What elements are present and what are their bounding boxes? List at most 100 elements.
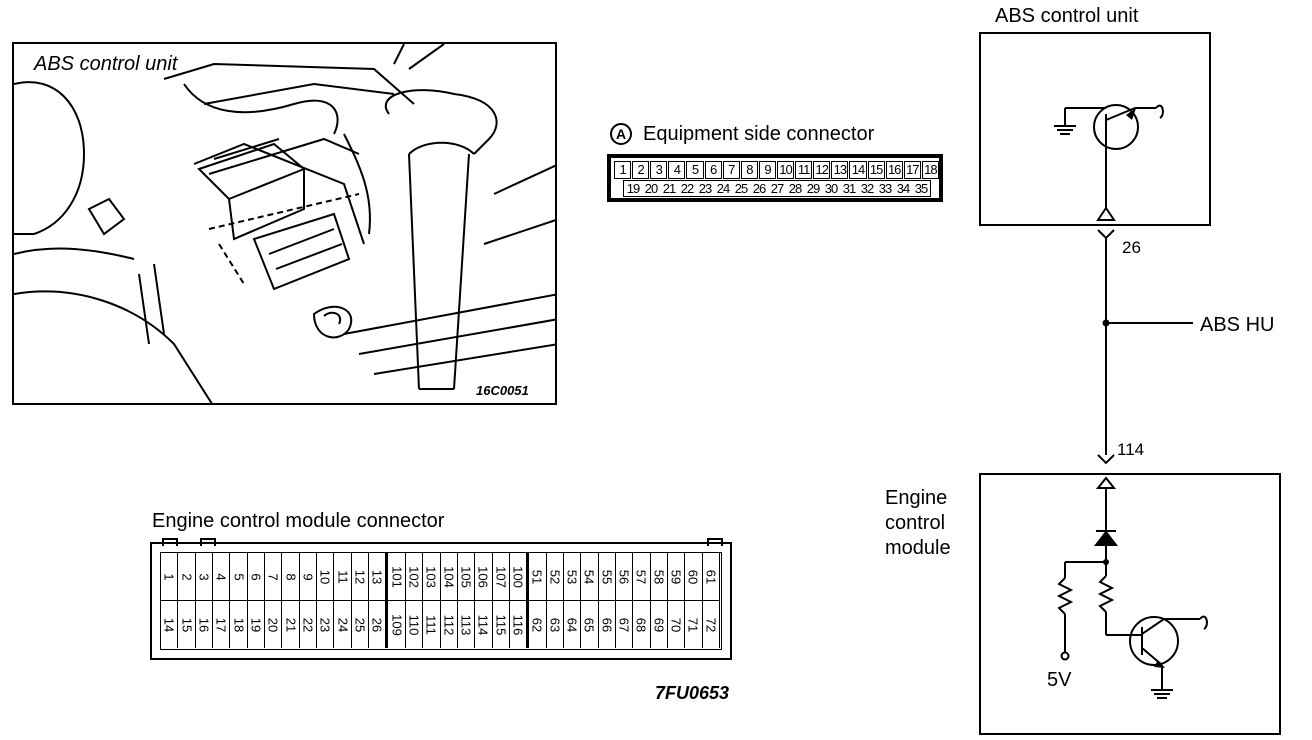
- photo-label: ABS control unit: [34, 53, 178, 75]
- equipment-pin: 24: [716, 181, 730, 196]
- ecm-pin-number: 115: [493, 614, 509, 635]
- ecm-pin: 54: [581, 553, 599, 600]
- ecm-pin-number: 103: [423, 565, 439, 588]
- ecm-pin: 3: [196, 553, 214, 600]
- ecm-pin: 52: [547, 553, 564, 600]
- abs-hu-junction: [1102, 319, 1110, 327]
- ecm-pin-number: 106: [475, 565, 491, 588]
- ecm-pin: 72: [703, 601, 720, 648]
- ecm-pin-number: 51: [529, 569, 545, 584]
- ecm-pin: 63: [547, 601, 564, 648]
- ecm-pin: 69: [651, 601, 668, 648]
- ecm-pin: 21: [282, 601, 300, 648]
- equipment-pin: 26: [752, 181, 766, 196]
- ecm-connector-tab: [707, 538, 723, 546]
- ecm-pin: 57: [633, 553, 651, 600]
- ecm-pin-number: 66: [599, 617, 615, 632]
- equipment-pin: 20: [644, 181, 658, 196]
- connector-marker-a: A: [610, 123, 632, 145]
- ecm-pin: 23: [317, 601, 335, 648]
- ecm-pin-number: 17: [213, 617, 229, 632]
- ecm-pin-number: 4: [213, 572, 229, 581]
- ecm-pin-number: 1: [161, 572, 177, 581]
- ecm-pin: 16: [196, 601, 214, 648]
- ecm-pin-number: 113: [458, 614, 474, 635]
- ecm-resistor-1: [1056, 577, 1074, 615]
- equipment-pin: 15: [867, 161, 885, 179]
- ecm-pin: 115: [493, 601, 510, 648]
- ecm-pin-number: 112: [441, 614, 457, 635]
- ecm-pin-number: 24: [335, 617, 351, 632]
- equipment-pin: 28: [788, 181, 802, 196]
- ecm-pin-number: 2: [179, 572, 195, 581]
- equipment-pin: 17: [903, 161, 921, 179]
- ecm-pin: 70: [668, 601, 686, 648]
- ecm-pin: 111: [423, 601, 441, 648]
- ecm-pin: 67: [616, 601, 634, 648]
- ecm-pin: 62: [529, 601, 547, 648]
- ecm-pin: 61: [703, 553, 720, 600]
- ecm-label-line-2: control: [885, 512, 946, 534]
- ecm-pin-number: 8: [283, 572, 299, 581]
- equipment-pin: 14: [849, 161, 867, 179]
- equipment-pin: 33: [878, 181, 892, 196]
- equipment-pin: 27: [770, 181, 784, 196]
- ecm-pin: 12: [352, 553, 370, 600]
- equipment-pin: 19: [626, 181, 640, 196]
- ecm-connector-tab: [162, 538, 178, 546]
- ecm-pin-number: 23: [317, 617, 333, 632]
- abs-pin-label: 26: [1122, 238, 1141, 257]
- ecm-pin-number: 53: [564, 569, 580, 584]
- equipment-pin: 1: [614, 161, 632, 179]
- ecm-pin: 1: [161, 553, 179, 600]
- equipment-pin: 9: [758, 161, 776, 179]
- equipment-pin: 10: [776, 161, 795, 179]
- equipment-pin: 3: [650, 161, 668, 179]
- ecm-pin: 114: [475, 601, 493, 648]
- ecm-pin-number: 59: [668, 569, 684, 584]
- ecm-pin-number: 14: [161, 617, 177, 632]
- ecm-pin-number: 9: [300, 572, 316, 581]
- ecm-pin-number: 12: [352, 569, 368, 584]
- ecm-pin-number: 11: [335, 569, 351, 584]
- ecm-pin: 53: [564, 553, 582, 600]
- console-illustration: [14, 44, 555, 403]
- ecm-pin-number: 5: [231, 572, 247, 581]
- ecm-pin-number: 67: [616, 617, 632, 632]
- equipment-pin: 11: [795, 161, 813, 179]
- ecm-pin-number: 116: [510, 614, 526, 635]
- ecm-pin: 60: [685, 553, 703, 600]
- ecm-pin: 116: [510, 601, 530, 648]
- ecm-pin: 51: [529, 553, 547, 600]
- equipment-pin: 32: [860, 181, 874, 196]
- ecm-diode: [1093, 530, 1119, 546]
- photo-code: 16C0051: [476, 383, 529, 398]
- ecm-pin-number: 63: [547, 617, 563, 632]
- ecm-pin-number: 109: [389, 613, 405, 636]
- ecm-pin-number: 16: [196, 617, 212, 632]
- ecm-pin-number: 6: [248, 572, 264, 581]
- ecm-pin: 13: [369, 553, 389, 600]
- ecm-pin: 101: [388, 553, 406, 600]
- equipment-pin: 35: [914, 181, 928, 196]
- ecm-pin-number: 64: [564, 617, 580, 632]
- ecm-pin: 6: [248, 553, 266, 600]
- ecm-pin-number: 22: [300, 617, 316, 632]
- ecm-pin-number: 20: [265, 617, 281, 632]
- ecm-pin-number: 3: [196, 572, 212, 581]
- ecm-pin-number: 61: [703, 569, 719, 584]
- ecm-pin: 7: [265, 553, 283, 600]
- abs-unit-label: ABS control unit: [995, 5, 1139, 27]
- ecm-pin: 8: [282, 553, 300, 600]
- equipment-pin: 6: [704, 161, 722, 179]
- equipment-pin: 12: [813, 161, 831, 179]
- ecm-pin: 64: [564, 601, 582, 648]
- ecm-pin: 26: [369, 601, 389, 648]
- ecm-pin-number: 68: [633, 617, 649, 632]
